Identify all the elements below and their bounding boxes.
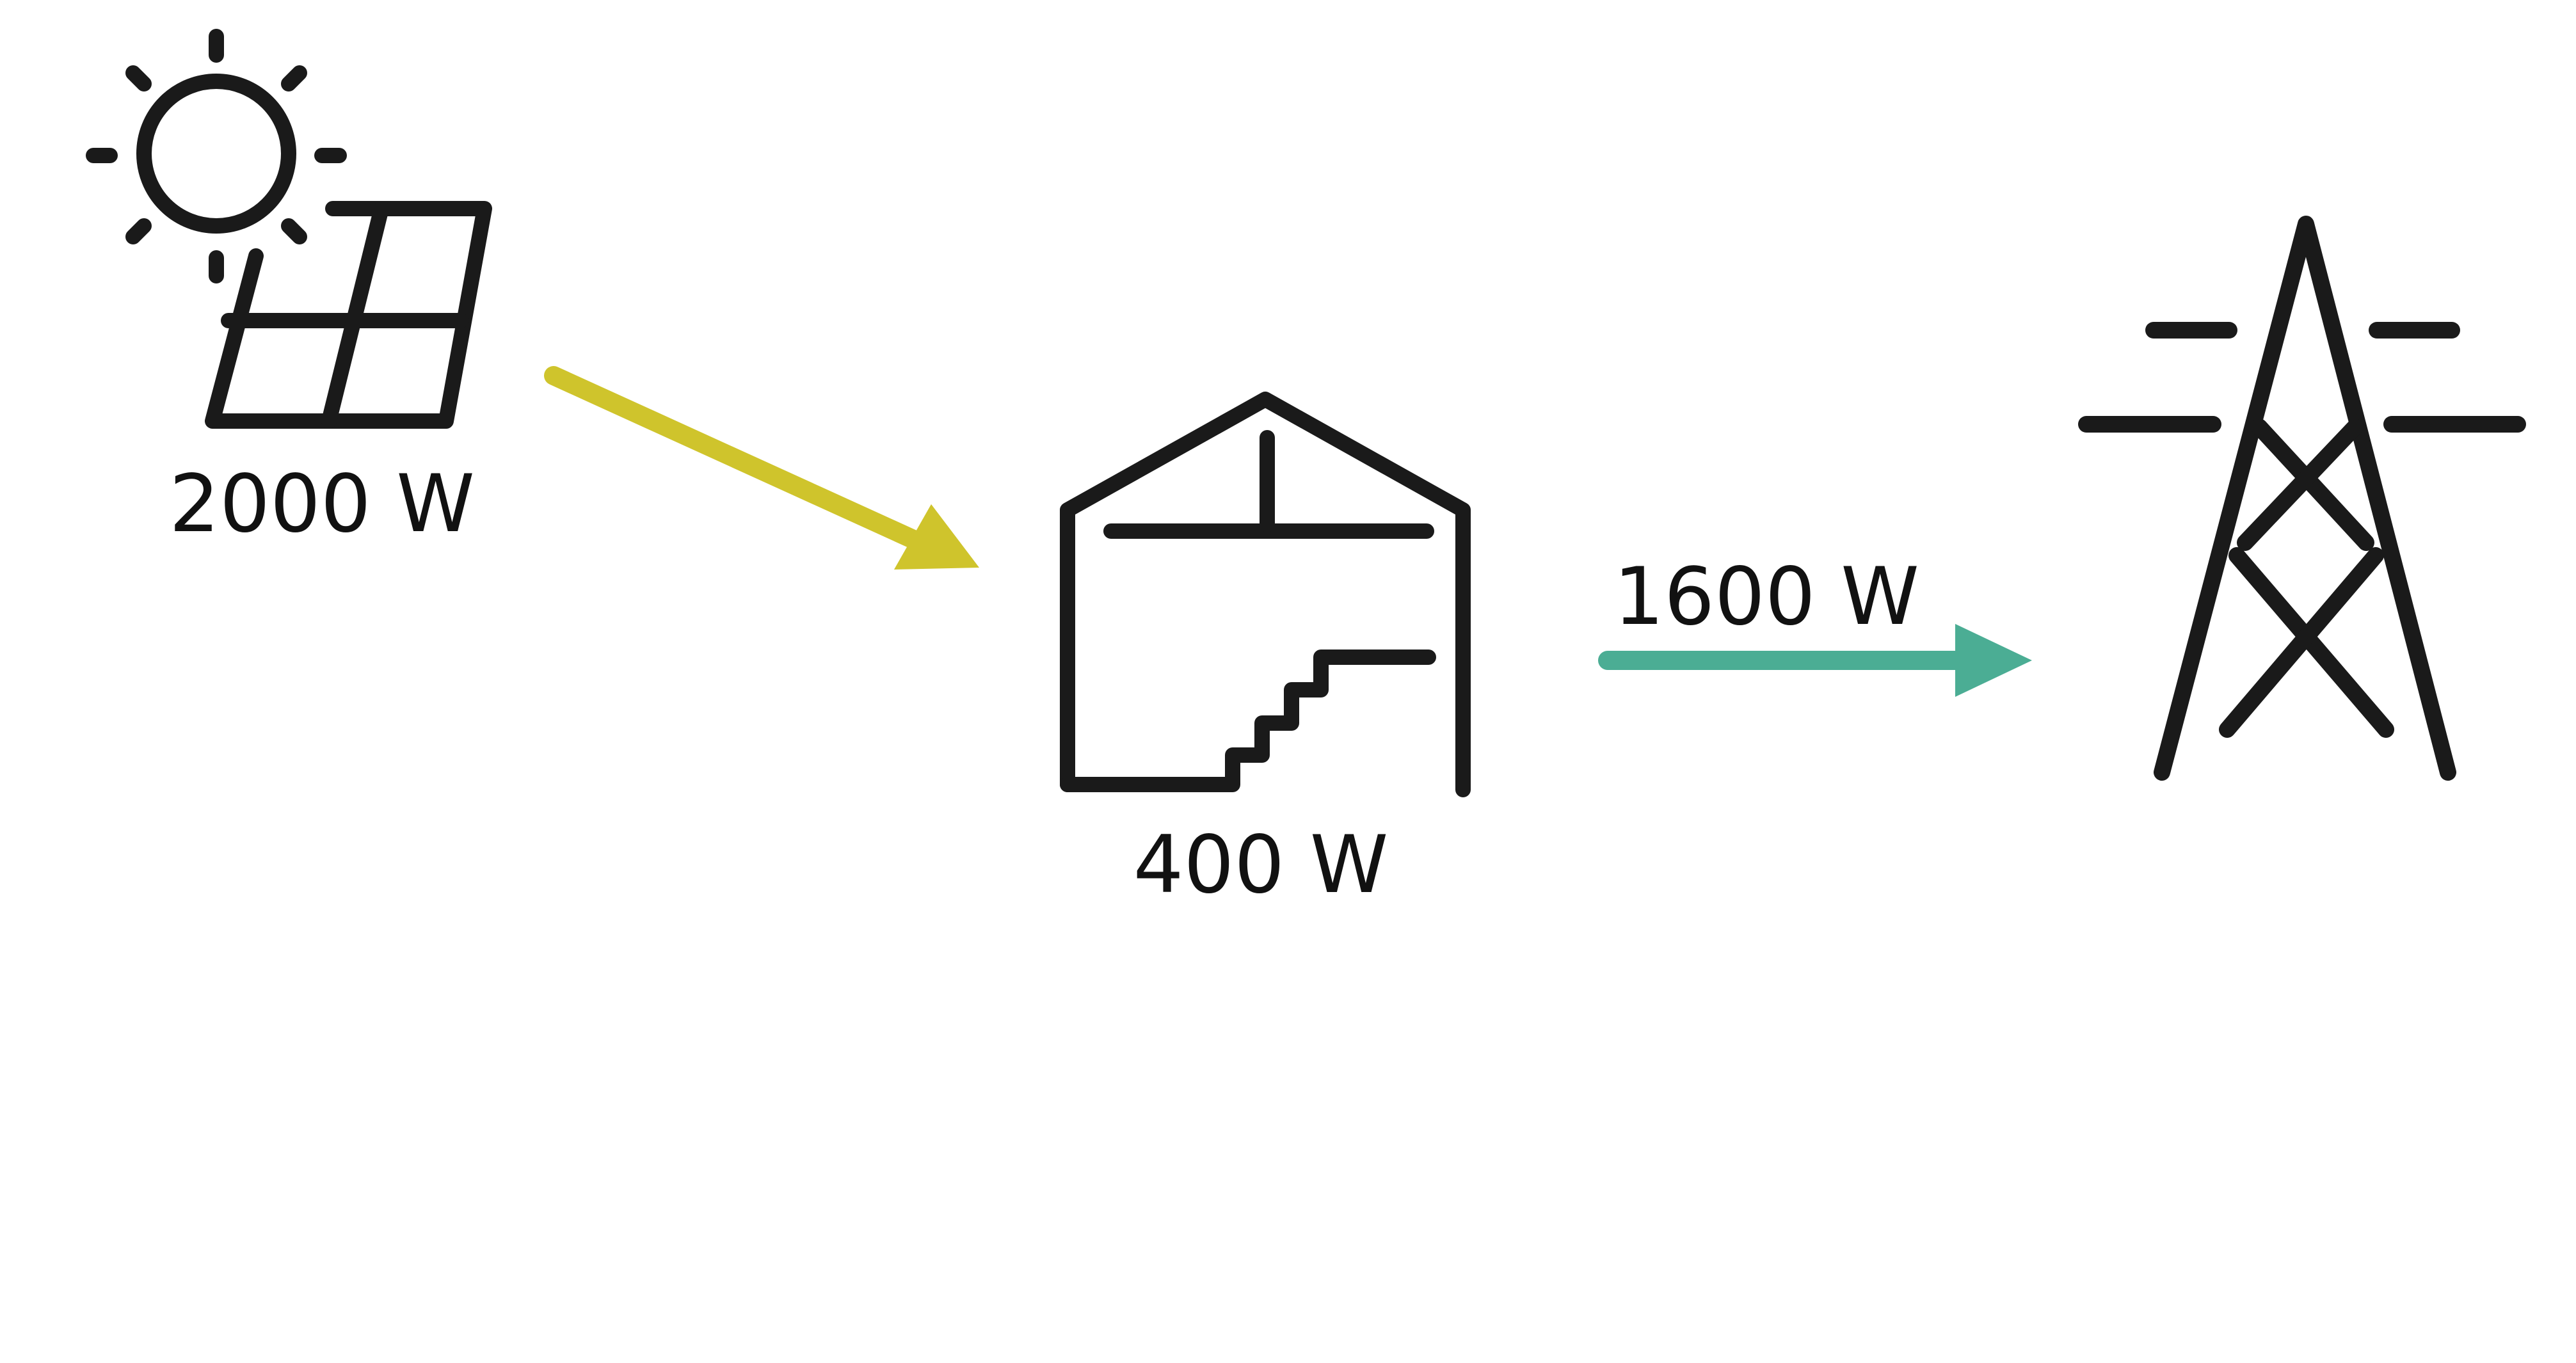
export-value: 1600 W (1613, 551, 1919, 643)
arrow-right-icon (894, 504, 979, 570)
arrow-right-icon (1955, 624, 2032, 697)
power-pylon-icon (2078, 216, 2526, 781)
solar-panel-sun-icon (86, 29, 492, 429)
solar-value: 2000 W (169, 458, 475, 550)
stairs-icon (1060, 650, 1436, 792)
arrow-shaft (544, 366, 922, 548)
sun-icon (86, 29, 347, 283)
solar-to-house-arrow (544, 366, 979, 570)
house-to-grid-arrow (1598, 624, 2032, 697)
house-icon (1060, 392, 1471, 797)
house-value: 400 W (1133, 819, 1389, 911)
solar-panel-icon (205, 201, 492, 429)
